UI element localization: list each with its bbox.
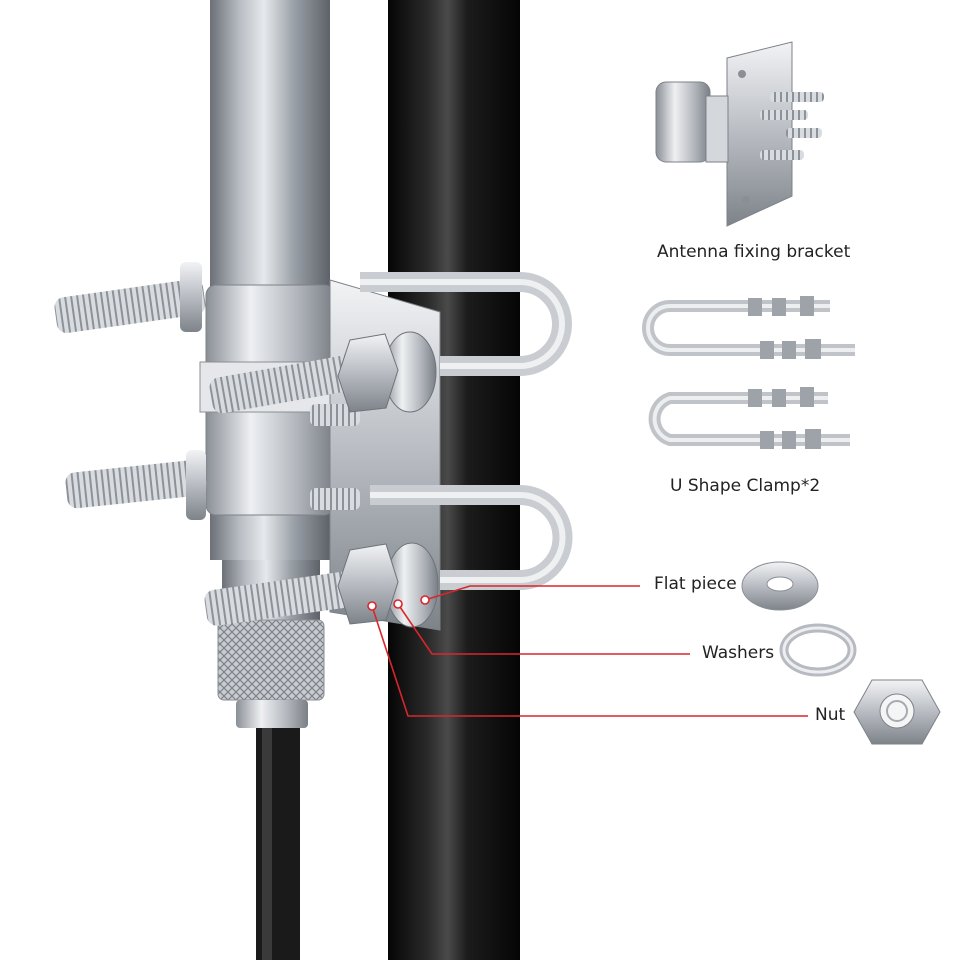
label-flat-piece: Flat piece bbox=[654, 574, 737, 594]
label-washers: Washers bbox=[702, 643, 775, 663]
bracket-bolts bbox=[204, 354, 366, 626]
callout-dots bbox=[367, 595, 430, 611]
coax-cable bbox=[256, 725, 300, 960]
flat-washer-icon bbox=[741, 561, 819, 611]
callout-line-flat-piece bbox=[424, 585, 640, 601]
sleeve-bolts bbox=[54, 262, 207, 520]
spring-washer-icon bbox=[779, 623, 857, 677]
hex-nut-icon bbox=[853, 679, 941, 745]
label-antenna-fixing-bracket: Antenna fixing bracket bbox=[657, 242, 851, 262]
bracket-plate-icon bbox=[655, 41, 824, 227]
u-bolt-icon bbox=[642, 296, 855, 449]
u-bolt-assembly bbox=[360, 272, 573, 590]
label-u-shape-clamp: U Shape Clamp*2 bbox=[670, 476, 821, 496]
callout-line-washers bbox=[397, 603, 690, 655]
label-nut: Nut bbox=[815, 705, 846, 725]
callout-lines bbox=[371, 585, 808, 717]
callout-line-nut bbox=[371, 605, 808, 717]
